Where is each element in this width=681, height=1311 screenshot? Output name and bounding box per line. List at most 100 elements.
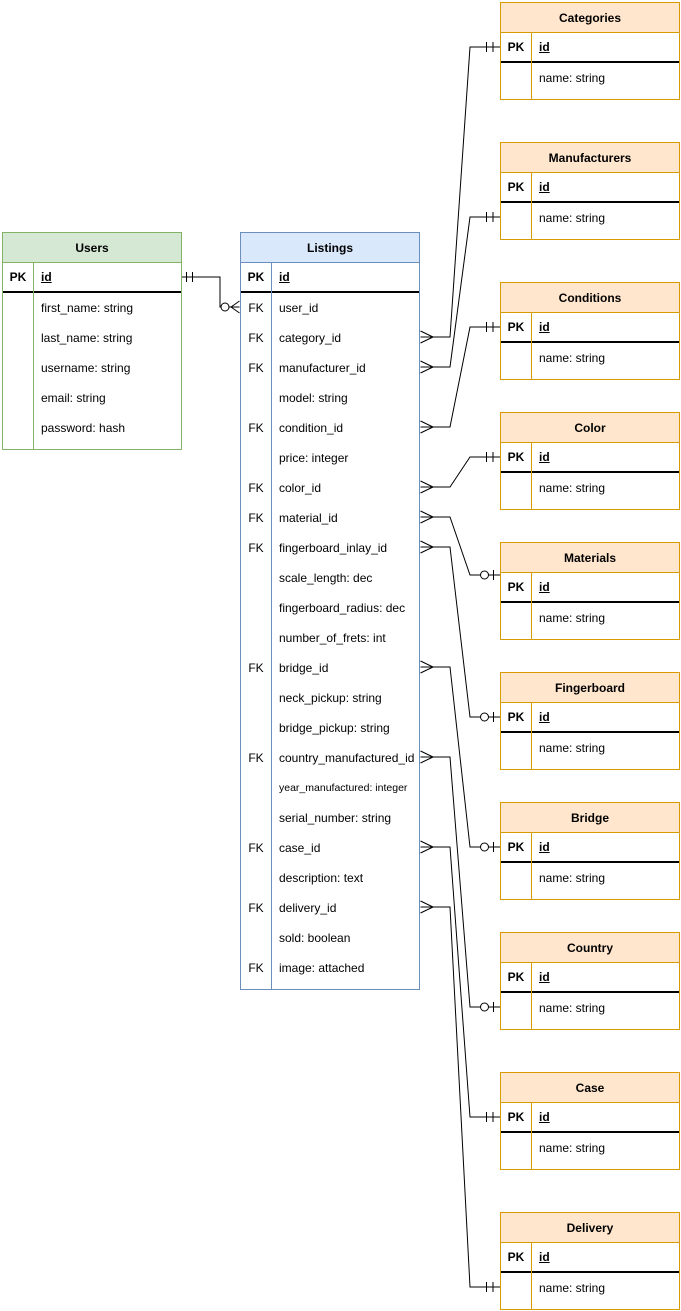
row-listings-serial-number: serial_number: string <box>241 803 419 833</box>
table-bridge-title: Bridge <box>501 803 679 833</box>
pk-column-divider <box>531 703 532 769</box>
fk-badge: FK <box>248 751 264 765</box>
row-listings-id: PK id <box>241 263 419 293</box>
row-listings-neck-pickup: neck_pickup: string <box>241 683 419 713</box>
table-users-title: Users <box>3 233 181 263</box>
field-name: name: string <box>539 1141 606 1155</box>
relationship-listings-case <box>420 840 500 1122</box>
field-name: year_manufactured: integer <box>279 782 408 794</box>
relationship-listings-manufacturers <box>420 212 500 374</box>
row-bridge-name: name: string <box>501 863 679 893</box>
field-name: name: string <box>539 71 606 85</box>
pk-column-divider <box>531 173 532 239</box>
field-name: id <box>539 970 550 984</box>
row-delivery-name: name: string <box>501 1273 679 1303</box>
table-country-title: Country <box>501 933 679 963</box>
field-name: color_id <box>279 481 322 495</box>
field-name: scale_length: dec <box>279 571 373 585</box>
relationship-listings-users <box>182 272 240 314</box>
field-name: name: string <box>539 351 606 365</box>
field-name: id <box>539 40 550 54</box>
fk-badge: FK <box>248 541 264 555</box>
row-listings-price: price: integer <box>241 443 419 473</box>
fk-badge: FK <box>248 841 264 855</box>
key-badge <box>501 1133 531 1163</box>
key-badge <box>501 993 531 1023</box>
field-name: id <box>539 710 550 724</box>
key-badge <box>501 473 531 503</box>
pk-badge: PK <box>507 580 525 594</box>
field-name: model: string <box>279 391 348 405</box>
pk-column-divider <box>531 963 532 1029</box>
fk-badge: FK <box>248 361 264 375</box>
key-badge <box>241 683 271 713</box>
row-conditions-name: name: string <box>501 343 679 373</box>
key-badge <box>241 593 271 623</box>
row-materials-name: name: string <box>501 603 679 633</box>
field-name: id <box>539 840 550 854</box>
key-badge <box>501 733 531 763</box>
field-name: email: string <box>41 391 106 405</box>
table-users: Users PK id first_name: string last_name… <box>2 232 182 450</box>
key-badge <box>3 293 33 323</box>
relationship-listings-materials <box>420 510 500 580</box>
relationship-listings-fingerboard <box>420 540 500 722</box>
key-badge <box>241 383 271 413</box>
key-badge <box>501 1273 531 1303</box>
field-name: name: string <box>539 1001 606 1015</box>
pk-column-divider <box>531 833 532 899</box>
key-badge <box>241 563 271 593</box>
field-name: name: string <box>539 741 606 755</box>
field-name: fingerboard_inlay_id <box>279 541 388 555</box>
field-name: first_name: string <box>41 301 134 315</box>
table-conditions-title: Conditions <box>501 283 679 313</box>
field-name: user_id <box>279 301 319 315</box>
table-fingerboard: Fingerboard PK id name: string <box>500 672 680 770</box>
field-name: material_id <box>279 511 338 525</box>
fk-badge: FK <box>248 661 264 675</box>
field-name: username: string <box>41 361 131 375</box>
key-badge <box>501 603 531 633</box>
row-case-id: PK id <box>501 1103 679 1133</box>
pk-column-divider <box>271 263 272 989</box>
row-fingerboard-id: PK id <box>501 703 679 733</box>
table-materials-title: Materials <box>501 543 679 573</box>
row-manufacturers-name: name: string <box>501 203 679 233</box>
pk-badge: PK <box>507 450 525 464</box>
row-users-email: email: string <box>3 383 181 413</box>
pk-badge: PK <box>507 1110 525 1124</box>
field-name: last_name: string <box>41 331 133 345</box>
row-categories-name: name: string <box>501 63 679 93</box>
row-listings-fingerboard-radius: fingerboard_radius: dec <box>241 593 419 623</box>
row-users-last-name: last_name: string <box>3 323 181 353</box>
field-name: category_id <box>279 331 342 345</box>
field-name: case_id <box>279 841 321 855</box>
row-listings-fingerboard-inlay-id: FK fingerboard_inlay_id <box>241 533 419 563</box>
fk-badge: FK <box>248 961 264 975</box>
relationship-listings-categories <box>420 42 500 344</box>
fk-badge: FK <box>248 421 264 435</box>
field-name: description: text <box>279 871 364 885</box>
relationship-listings-bridge <box>420 660 500 852</box>
pk-badge: PK <box>507 840 525 854</box>
pk-badge: PK <box>9 270 27 284</box>
table-fingerboard-title: Fingerboard <box>501 673 679 703</box>
pk-badge: PK <box>507 710 525 724</box>
field-name: price: integer <box>279 451 349 465</box>
field-name: serial_number: string <box>279 811 392 825</box>
row-bridge-id: PK id <box>501 833 679 863</box>
table-manufacturers-title: Manufacturers <box>501 143 679 173</box>
key-badge <box>501 63 531 93</box>
field-name: id <box>539 1110 550 1124</box>
key-badge <box>241 923 271 953</box>
